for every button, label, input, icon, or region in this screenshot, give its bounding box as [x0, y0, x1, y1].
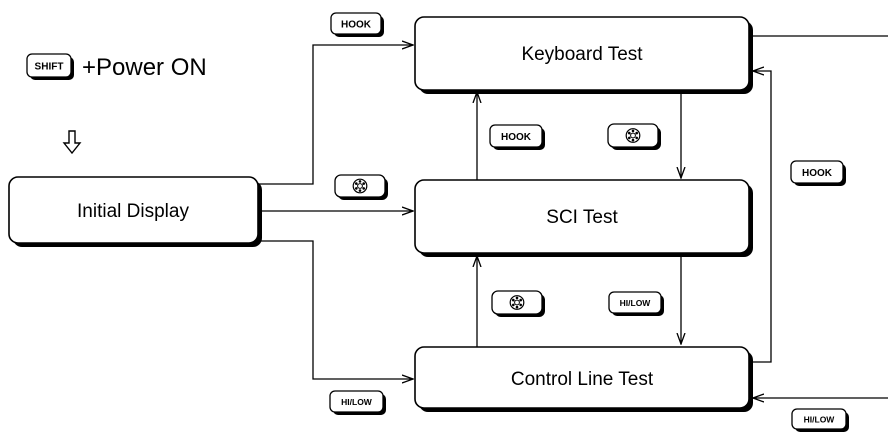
dial-key-middle-left: [334, 174, 388, 200]
power-on-text: +Power ON: [82, 54, 207, 81]
arrow-initial-to-control: [258, 240, 413, 379]
hilow-key-label: HI/LOW: [341, 397, 373, 407]
dial-key-center-lower: [491, 290, 545, 317]
hook-key-center-upper: HOOK: [489, 124, 545, 150]
arrow-control-to-keyboard: [749, 71, 772, 363]
dial-key-center-upper: [607, 123, 661, 150]
keyboard-test-label: Keyboard Test: [521, 44, 643, 65]
box-initial-display[interactable]: Initial Display: [8, 176, 262, 247]
hilow-key-label: HI/LOW: [620, 298, 652, 308]
box-control-line-test[interactable]: Control Line Test: [414, 346, 753, 412]
hook-key-top-left: HOOK: [330, 12, 384, 37]
box-keyboard-test[interactable]: Keyboard Test: [414, 16, 753, 94]
shift-key: SHIFT: [26, 53, 74, 80]
hilow-key-bottom-right: HI/LOW: [791, 408, 849, 432]
box-sci-test[interactable]: SCI Test: [414, 179, 753, 257]
arrow-initial-to-keyboard: [258, 45, 413, 185]
initial-display-label: Initial Display: [77, 201, 189, 222]
hook-key-right: HOOK: [790, 160, 846, 186]
sci-test-label: SCI Test: [546, 207, 618, 228]
hilow-key-center-lower: HI/LOW: [608, 291, 664, 316]
control-line-test-label: Control Line Test: [511, 369, 654, 390]
hilow-key-bottom-left: HI/LOW: [329, 390, 386, 415]
hilow-key-label: HI/LOW: [804, 415, 836, 425]
hook-key-label: HOOK: [501, 132, 532, 143]
down-arrow-icon: [62, 130, 82, 155]
connectors: [62, 35, 888, 398]
hook-key-label: HOOK: [802, 168, 833, 179]
shift-key-label: SHIFT: [35, 62, 64, 73]
hook-key-label: HOOK: [341, 20, 372, 31]
